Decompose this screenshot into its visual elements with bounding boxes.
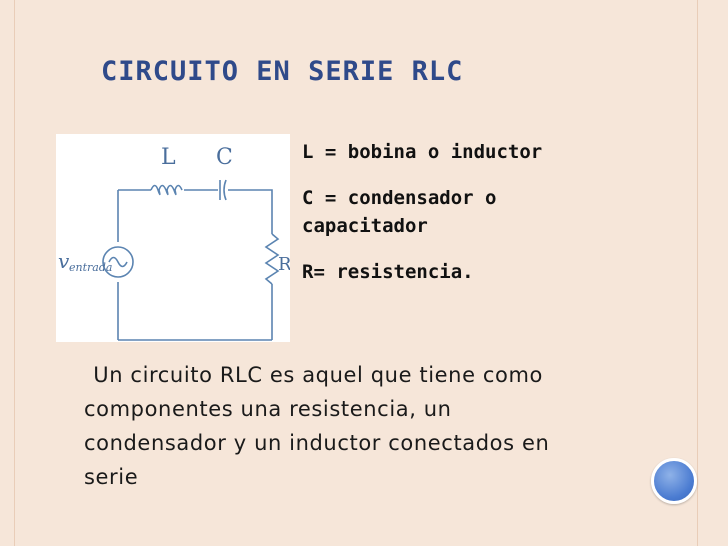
definition-resistor: R= resistencia.	[302, 261, 474, 283]
inductor-coil	[150, 184, 183, 196]
capacitor-plate-right	[223, 179, 227, 201]
body-paragraph: Un circuito RLC es aquel que tiene como …	[84, 358, 646, 494]
body-line: serie	[84, 465, 139, 489]
circuit-svg: L C R v entrada	[58, 145, 292, 341]
definitions-list: L = bobina o inductor C = condensador o …	[302, 138, 622, 304]
frame-line-right	[697, 0, 698, 546]
resistor-label: R	[278, 254, 290, 275]
frame-line-left	[14, 0, 15, 546]
source-label-sub: entrada	[69, 261, 112, 274]
body-line: Un circuito RLC es aquel que tiene como	[86, 363, 543, 387]
body-line: condensador y un inductor conectados en	[84, 431, 550, 455]
wire-top-right	[228, 189, 273, 234]
capacitor-label: C	[216, 145, 233, 170]
source-label-v: v	[58, 249, 70, 273]
resistor-zigzag	[264, 233, 280, 285]
decorative-circle-icon	[651, 458, 697, 504]
definition-capacitor: C = condensador o capacitador	[302, 187, 497, 237]
inductor-label: L	[161, 145, 176, 170]
body-line: componentes una resistencia, un	[84, 397, 452, 421]
voltage-source-wave	[108, 256, 128, 268]
voltage-source-circle	[102, 246, 134, 278]
slide-title: CIRCUITO EN SERIE RLC	[101, 56, 464, 87]
rlc-circuit-diagram: L C R v entrada	[56, 134, 292, 342]
definition-inductor: L = bobina o inductor	[302, 141, 543, 163]
